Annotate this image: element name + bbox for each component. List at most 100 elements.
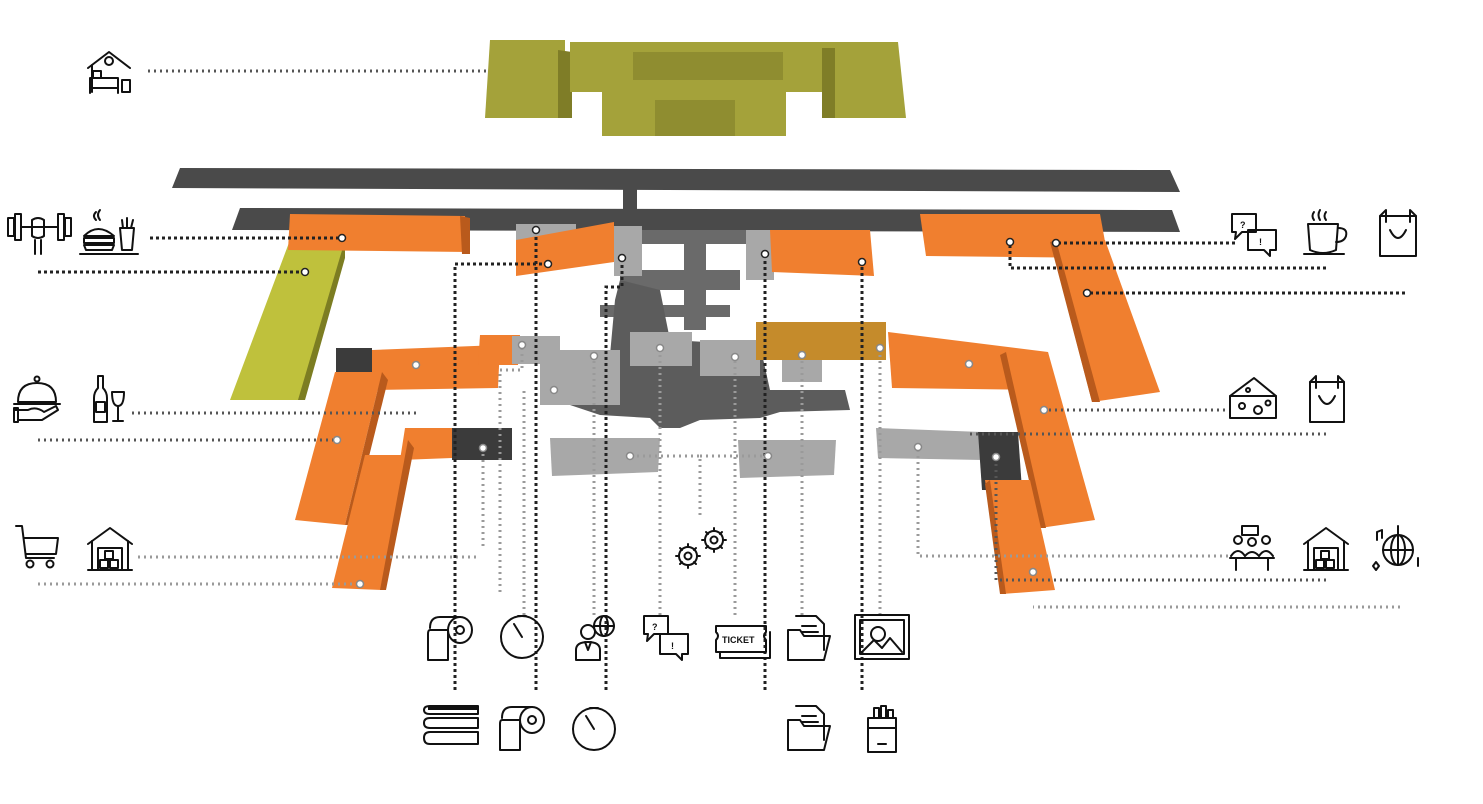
information-chat-icon: ? ! xyxy=(1231,213,1277,257)
documents-icon xyxy=(787,615,831,661)
lime-wing-side xyxy=(298,240,345,400)
pin xyxy=(543,259,553,269)
center-retail-gold xyxy=(756,322,886,360)
pin xyxy=(478,443,488,453)
left-retail-lower-bar xyxy=(400,428,455,460)
warehouse-icon xyxy=(1303,527,1349,571)
coffee-cup-icon xyxy=(1303,209,1348,255)
pins xyxy=(300,225,1092,589)
ticket-label: TICKET xyxy=(722,635,755,645)
hotel-wing-right-side xyxy=(822,48,835,118)
left-upper-retail-side xyxy=(460,216,470,254)
leader-right-lower-2 xyxy=(994,457,1326,582)
hotel-wing-left xyxy=(485,40,565,118)
pin xyxy=(655,343,665,353)
books-icon xyxy=(423,705,479,745)
svg-text:!: ! xyxy=(671,641,674,651)
left-retail-arm xyxy=(295,372,382,525)
leader-gears xyxy=(630,454,702,515)
pin xyxy=(991,452,1001,462)
leader-toilet-top xyxy=(498,345,524,592)
gym-dumbbell-icon xyxy=(7,213,72,255)
pin xyxy=(355,579,365,589)
service-block-11 xyxy=(876,428,982,460)
leader-stopwatch xyxy=(604,258,624,690)
right-retail-diagonal xyxy=(1050,240,1160,402)
cigarettes-icon xyxy=(867,705,897,753)
svg-text:?: ? xyxy=(652,622,658,632)
service-block-2 xyxy=(614,226,642,276)
wine-icon xyxy=(93,375,125,423)
pin xyxy=(517,340,527,350)
shopping-bag-icon xyxy=(1379,209,1417,257)
svg-text:?: ? xyxy=(1240,220,1246,230)
travel-agent-icon xyxy=(575,615,615,661)
service-block-7 xyxy=(700,340,760,376)
pin xyxy=(1028,567,1038,577)
stopwatch-icon xyxy=(572,707,616,751)
pin xyxy=(760,249,770,259)
pin xyxy=(797,350,807,360)
fast-food-icon xyxy=(79,209,139,255)
meeting-icon xyxy=(1229,525,1275,571)
pin xyxy=(1039,405,1049,415)
leader-right-lower xyxy=(916,447,1228,558)
left-retail-top xyxy=(370,345,500,390)
hotel-core-inset xyxy=(633,52,783,80)
lime-wing xyxy=(230,240,345,400)
left-upper-retail xyxy=(288,214,468,252)
left-retail-zone xyxy=(288,214,520,590)
center-retail-right xyxy=(770,230,874,276)
pin xyxy=(589,351,599,361)
gears-icon xyxy=(675,527,727,569)
shopping-bag-icon xyxy=(1309,375,1345,423)
concourse-connector xyxy=(623,188,637,210)
circulation-bar-1 xyxy=(620,270,740,290)
pin xyxy=(730,352,740,362)
right-retail-lower-arm xyxy=(985,480,1055,594)
ticket-icon: TICKET xyxy=(715,625,771,659)
left-retail-entry xyxy=(478,335,520,365)
pin xyxy=(1082,288,1092,298)
pin xyxy=(300,267,310,277)
left-retail-arm-side xyxy=(345,372,388,525)
right-dark-unit xyxy=(978,432,1022,490)
leader-lines xyxy=(38,69,1405,690)
hotel-block xyxy=(485,40,906,136)
hotel-bed-icon xyxy=(87,51,131,94)
svg-text:!: ! xyxy=(1259,237,1262,247)
pin xyxy=(857,257,867,267)
pin xyxy=(1005,237,1015,247)
right-retail-diagonal-side xyxy=(1050,240,1100,402)
left-retail-lower-side xyxy=(380,440,414,590)
service-block-3 xyxy=(746,230,774,280)
documents-icon xyxy=(787,705,831,751)
service-block-5 xyxy=(540,350,620,405)
information-chat-icon: ? ! xyxy=(643,615,689,661)
upper-concourse-slab xyxy=(172,168,1180,192)
warehouse-icon xyxy=(87,527,133,571)
hotel-wing-right xyxy=(825,42,906,118)
stopwatch-icon xyxy=(500,615,544,659)
right-retail-zone xyxy=(888,214,1160,594)
right-retail-arm xyxy=(1000,352,1095,528)
leader-books xyxy=(453,262,548,690)
circulation-spine-top xyxy=(640,230,760,244)
service-block-10 xyxy=(738,440,836,478)
pin xyxy=(617,253,627,263)
service-block-9 xyxy=(550,438,660,476)
gallery-icon xyxy=(854,614,910,660)
hotel-lower-shadow xyxy=(655,100,735,136)
pin xyxy=(332,435,342,445)
pin xyxy=(763,451,773,461)
pin xyxy=(411,360,421,370)
toilet-paper-icon xyxy=(499,706,545,751)
shopping-cart-icon xyxy=(15,525,59,569)
pin xyxy=(913,442,923,452)
left-dark-unit xyxy=(336,348,372,372)
right-retail-arm-side xyxy=(1000,352,1046,528)
pin xyxy=(964,359,974,369)
pin xyxy=(337,233,347,243)
pin xyxy=(1051,238,1061,248)
